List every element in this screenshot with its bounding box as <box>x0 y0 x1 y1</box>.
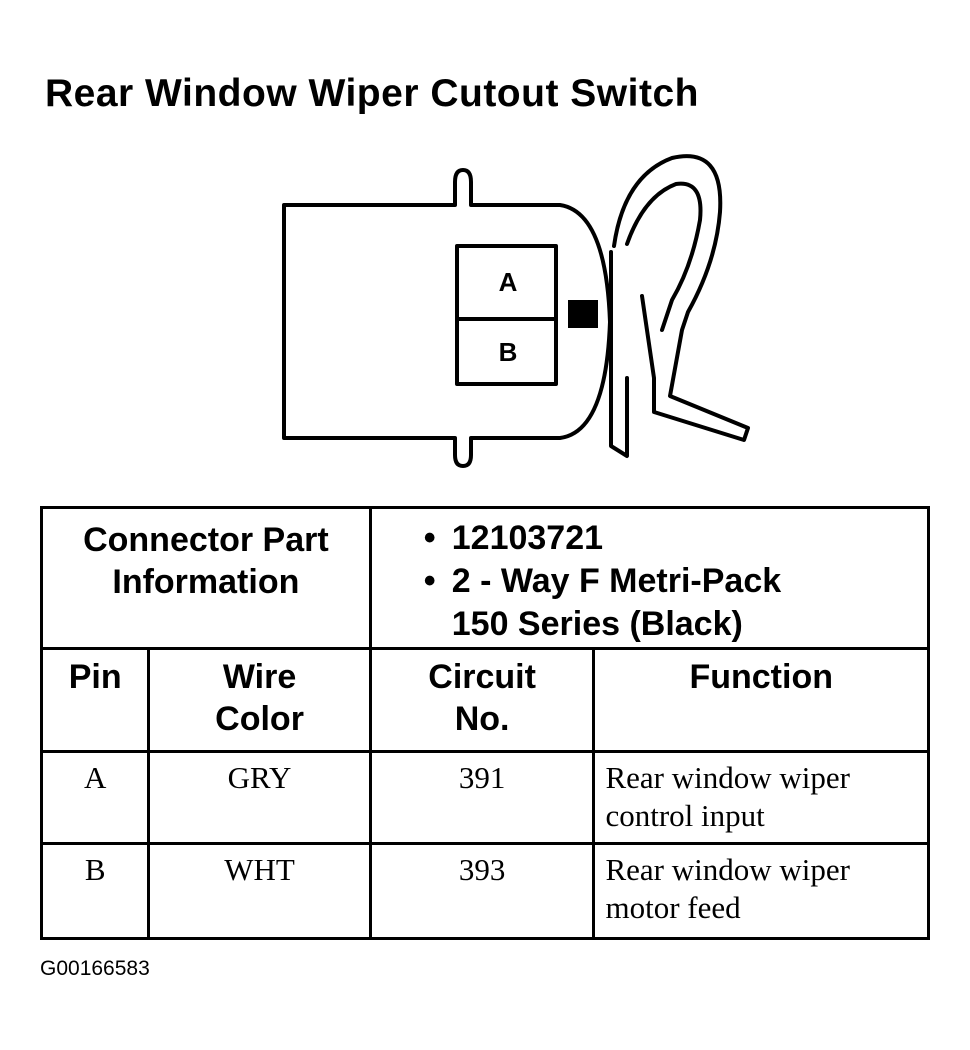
connector-info-table: Connector Part Information • 12103721 • 2 … <box>39 506 931 940</box>
column-header-pin-cell: Pin <box>39 647 151 753</box>
function-value: Rear window wiper motor feed <box>605 852 850 925</box>
circuit-cell: 393 <box>368 842 596 940</box>
wire-color-cell: WHT <box>147 842 372 940</box>
connector-description-line2: 150 Series (Black) <box>451 605 743 643</box>
function-cell: Rear window wiper motor feed <box>592 842 930 940</box>
part-number-line: • 12103721 <box>424 517 927 560</box>
pin-value: A <box>83 760 107 795</box>
cavity-a-label: A <box>499 267 518 297</box>
connector-description-line1: 2 - Way F Metri-Pack <box>451 562 782 600</box>
cavity-b-label: B <box>499 337 518 367</box>
connector-info-header-cell: Connector Part Information <box>40 506 372 650</box>
column-header-wire-color: Wire Color <box>215 658 304 738</box>
pin-cell: B <box>39 842 151 940</box>
figure-id: G00166583 <box>40 957 150 980</box>
wire-color-cell: GRY <box>147 750 372 845</box>
lock-clip-bar <box>609 250 629 458</box>
column-header-circuit-cell: Circuit No. <box>368 647 596 753</box>
connector-info-row: Connector Part Information • 12103721 • 2 … <box>40 506 931 650</box>
table-row: B WHT 393 Rear window wiper motor feed <box>39 842 930 940</box>
column-header-function: Function <box>689 658 833 696</box>
column-header-function-cell: Function <box>592 647 930 753</box>
bullet-icon: • <box>423 562 436 600</box>
pin-value: B <box>84 852 106 887</box>
circuit-value: 391 <box>458 760 506 795</box>
column-header-row: Pin Wire Color Circuit No. Function <box>39 647 930 753</box>
table-row: A GRY 391 Rear window wiper control inpu… <box>39 750 930 845</box>
circuit-cell: 391 <box>368 750 596 845</box>
description-line: • 2 - Way F Metri-Pack <box>424 560 927 603</box>
connector-info-header: Connector Part Information <box>83 521 329 601</box>
column-header-circuit: Circuit No. <box>428 658 536 738</box>
part-number: 12103721 <box>451 519 604 557</box>
cavity-b-outline <box>455 317 558 386</box>
lock-hook-loop <box>612 154 750 442</box>
lock-hook-inner <box>625 181 703 332</box>
pin-cell: A <box>39 750 151 845</box>
wire-color-value: WHT <box>224 852 295 887</box>
polarization-key <box>568 300 598 328</box>
bullet-icon: • <box>423 519 436 557</box>
function-value: Rear window wiper control input <box>605 760 850 833</box>
connector-body-outline <box>282 168 612 468</box>
wire-color-value: GRY <box>227 760 292 795</box>
column-header-pin: Pin <box>68 658 122 696</box>
diagram-title: Rear Window Wiper Cutout Switch <box>45 72 699 115</box>
circuit-value: 393 <box>458 852 506 887</box>
connector-drawing: A B <box>282 154 750 468</box>
connector-info-values-cell: • 12103721 • 2 - Way F Metri-Pack 150 Seri… <box>368 506 931 650</box>
function-cell: Rear window wiper control input <box>592 750 930 845</box>
column-header-wire-color-cell: Wire Color <box>147 647 372 753</box>
